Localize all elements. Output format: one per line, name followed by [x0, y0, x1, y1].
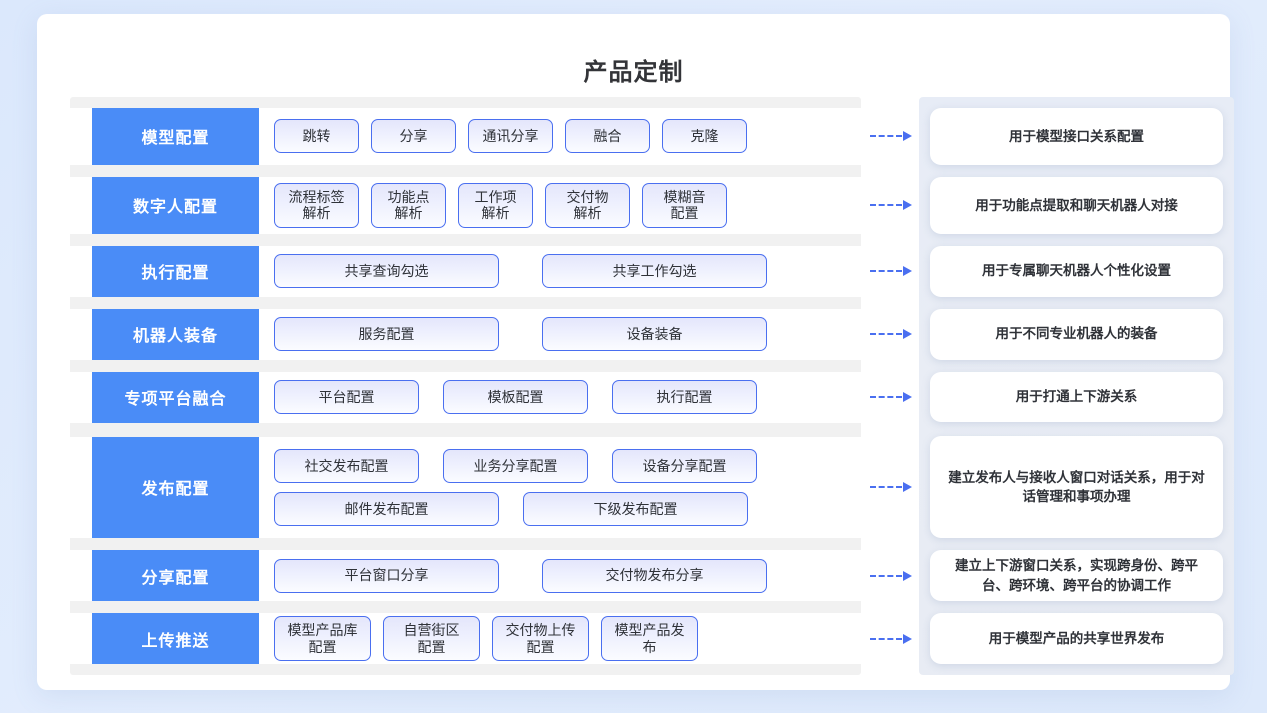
matrix-row: 机器人装备服务配置 设备装备 [70, 308, 861, 360]
chip-group: 平台窗口分享 交付物发布分享 [259, 550, 861, 601]
dashed-arrow-right-icon [870, 131, 912, 142]
description-card: 用于模型接口关系配置 [930, 108, 1223, 165]
arrow-line [870, 396, 902, 399]
category-label-8[interactable]: 上传推送 [92, 613, 259, 664]
chip-button[interactable]: 融合 [565, 119, 650, 154]
arrow-line [870, 333, 902, 336]
chip-button[interactable]: 模型产品库 配置 [274, 615, 371, 662]
description-card: 用于模型产品的共享世界发布 [930, 613, 1223, 664]
description-card: 用于功能点提取和聊天机器人对接 [930, 176, 1223, 234]
chip-button[interactable]: 共享工作勾选 [542, 254, 767, 289]
matrix-row: 专项平台融合平台配置模板配置执行配置 [70, 371, 861, 423]
chip-group: 模型产品库 配置自营街区 配置交付物上传 配置模型产品发 布 [259, 613, 861, 664]
chip-button[interactable]: 功能点 解析 [371, 182, 446, 228]
chip-button[interactable]: 跳转 [274, 119, 359, 154]
dashed-arrow-right-icon [870, 329, 912, 340]
dashed-arrow-right-icon [870, 200, 912, 211]
arrow-line [870, 204, 902, 207]
chip-button[interactable]: 邮件发布配置 [274, 491, 499, 526]
description-card: 建立上下游窗口关系，实现跨身份、跨平台、跨环境、跨平台的协调工作 [930, 550, 1223, 602]
arrow-line [870, 270, 902, 273]
dashed-arrow-right-icon [870, 570, 912, 581]
chip-button[interactable]: 模糊音 配置 [642, 182, 727, 228]
description-card: 建立发布人与接收人窗口对话关系，用于对话管理和事项办理 [930, 436, 1223, 539]
connector-arrow-column [861, 97, 919, 675]
description-panel: 用于模型接口关系配置用于功能点提取和聊天机器人对接用于专属聊天机器人个性化设置用… [919, 97, 1234, 675]
category-label-3[interactable]: 执行配置 [92, 245, 259, 297]
category-label-7[interactable]: 分享配置 [92, 550, 259, 601]
matrix-row: 模型配置跳转分享通讯分享融合克隆 [70, 108, 861, 165]
chip-button[interactable]: 分享 [371, 119, 456, 154]
category-label-5[interactable]: 专项平台融合 [92, 371, 259, 423]
arrow-line [870, 574, 902, 577]
chip-button[interactable]: 工作项 解析 [458, 182, 533, 228]
dashed-arrow-right-icon [870, 482, 912, 493]
chip-button[interactable]: 交付物上传 配置 [492, 615, 589, 662]
chip-button[interactable]: 模板配置 [443, 380, 588, 415]
matrix-row: 执行配置共享查询勾选 共享工作勾选 [70, 245, 861, 297]
category-label-6[interactable]: 发布配置 [92, 436, 259, 538]
category-label-2[interactable]: 数字人配置 [92, 176, 259, 234]
category-label-4[interactable]: 机器人装备 [92, 308, 259, 360]
description-card: 用于不同专业机器人的装备 [930, 308, 1223, 360]
chip-button[interactable]: 自营街区 配置 [383, 615, 480, 662]
arrow-head [903, 266, 912, 277]
dashed-arrow-right-icon [870, 633, 912, 644]
arrow-head [903, 131, 912, 142]
dashed-arrow-right-icon [870, 392, 912, 403]
chip-group: 跳转分享通讯分享融合克隆 [259, 108, 861, 165]
chip-button[interactable]: 克隆 [662, 119, 747, 154]
chip-button[interactable]: 通讯分享 [468, 119, 553, 154]
arrow-head [903, 392, 912, 403]
matrix-row: 分享配置平台窗口分享 交付物发布分享 [70, 550, 861, 601]
arrow-line [870, 486, 902, 489]
arrow-head [903, 482, 912, 493]
matrix-row: 数字人配置流程标签 解析功能点 解析工作项 解析交付物 解析模糊音 配置 [70, 176, 861, 234]
chip-button[interactable]: 交付物发布分享 [542, 558, 767, 593]
chip-button[interactable]: 交付物 解析 [545, 182, 630, 228]
chip-button[interactable]: 设备装备 [542, 317, 767, 352]
arrow-line [870, 637, 902, 640]
chip-button[interactable]: 社交发布配置 [274, 448, 419, 483]
chip-button[interactable]: 平台配置 [274, 380, 419, 415]
matrix-row: 发布配置社交发布配置业务分享配置设备分享配置邮件发布配置下级发布配置 [70, 436, 861, 538]
page-title: 产品定制 [583, 59, 684, 86]
chip-group: 社交发布配置业务分享配置设备分享配置邮件发布配置下级发布配置 [259, 437, 861, 538]
arrow-line [870, 135, 902, 138]
chip-button[interactable]: 服务配置 [274, 317, 499, 352]
matrix-row: 上传推送模型产品库 配置自营街区 配置交付物上传 配置模型产品发 布 [70, 613, 861, 664]
description-card: 用于专属聊天机器人个性化设置 [930, 245, 1223, 297]
arrow-head [903, 200, 912, 211]
chip-button[interactable]: 平台窗口分享 [274, 558, 499, 593]
description-card: 用于打通上下游关系 [930, 371, 1223, 423]
arrow-head [903, 329, 912, 340]
content-card: 产品定制 模型配置跳转分享通讯分享融合克隆数字人配置流程标签 解析功能点 解析工… [37, 14, 1234, 690]
chip-group: 共享查询勾选 共享工作勾选 [259, 246, 861, 297]
chip-group: 平台配置模板配置执行配置 [259, 372, 861, 423]
chip-group: 服务配置 设备装备 [259, 309, 861, 360]
chip-group: 流程标签 解析功能点 解析工作项 解析交付物 解析模糊音 配置 [259, 177, 861, 234]
arrow-head [903, 633, 912, 644]
chip-button[interactable]: 业务分享配置 [443, 448, 588, 483]
arrow-head [903, 570, 912, 581]
dashed-arrow-right-icon [870, 266, 912, 277]
category-label-1[interactable]: 模型配置 [92, 108, 259, 165]
chip-button[interactable]: 共享查询勾选 [274, 254, 499, 289]
chip-button[interactable]: 下级发布配置 [523, 491, 748, 526]
chip-button[interactable]: 设备分享配置 [612, 448, 757, 483]
chip-button[interactable]: 模型产品发 布 [601, 615, 698, 662]
category-matrix-panel: 模型配置跳转分享通讯分享融合克隆数字人配置流程标签 解析功能点 解析工作项 解析… [70, 97, 861, 675]
chip-button[interactable]: 流程标签 解析 [274, 182, 359, 228]
chip-button[interactable]: 执行配置 [612, 380, 757, 415]
